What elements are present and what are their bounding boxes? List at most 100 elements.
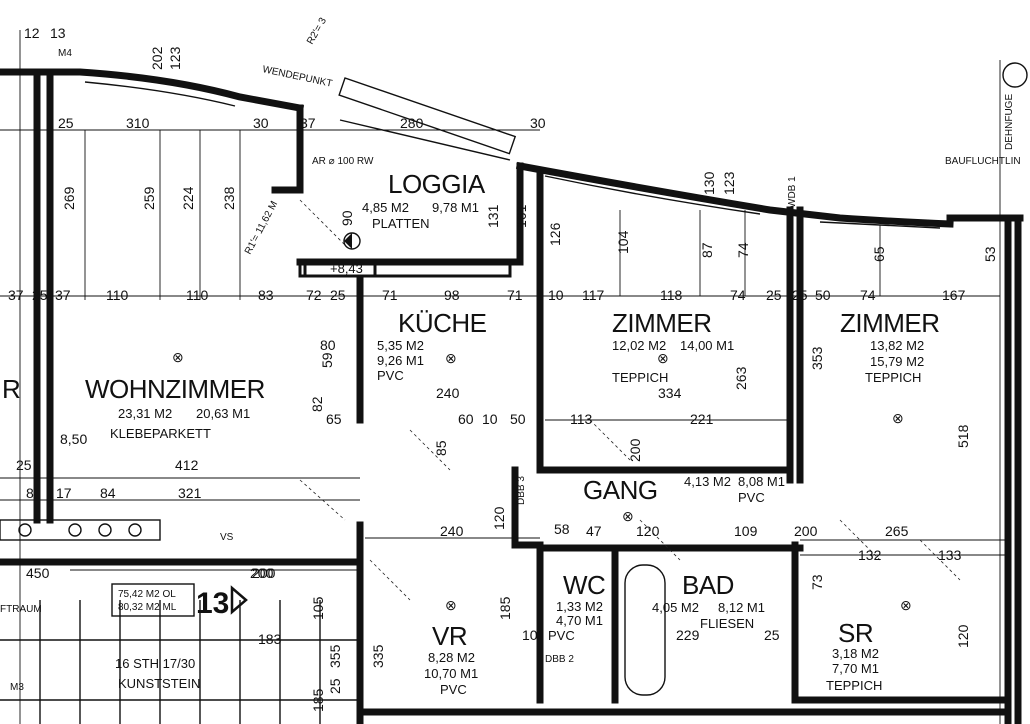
kueche-title: KÜCHE: [398, 308, 487, 338]
dimension-label: 161: [513, 204, 529, 228]
zimmer2-area: 13,82 M2: [870, 338, 924, 353]
dimension-label: 200: [627, 438, 643, 462]
radius1-label: R1'= 11,62 M: [243, 199, 280, 256]
dimension-label: 123: [167, 46, 183, 70]
dims-top: 12 13 25 310 30 37 280 30 269 259 224 23…: [24, 25, 998, 262]
dimension-label: 80: [320, 337, 336, 353]
dimension-label: 71: [382, 287, 398, 303]
dimension-label: 53: [982, 246, 998, 262]
unit-total-area: 75,42 M2 OL: [118, 589, 176, 600]
dbb-label: DBB 2: [545, 654, 574, 665]
stairs: [0, 600, 360, 724]
dimension-label: 37: [300, 115, 316, 131]
room-gang: GANG 4,13 M2 8,08 M1 PVC: [583, 474, 785, 505]
dimension-label: 269: [61, 186, 77, 210]
vr-floor: PVC: [440, 682, 467, 697]
room-wc: WC 1,33 M2 4,70 M1 PVC: [548, 570, 606, 643]
bathtub: [624, 564, 666, 696]
bad-area: 4,05 M2: [652, 600, 699, 615]
dimension-label: 59: [319, 352, 335, 368]
sr-perimeter: 7,70 M1: [832, 661, 879, 676]
stairs-material: KUNSTSTEIN: [118, 676, 200, 691]
loggia-perimeter: 9,78 M1: [432, 200, 479, 215]
wdb-label: WDB 1: [787, 176, 798, 208]
dimension-label: 65: [326, 411, 342, 427]
dimension-label: 110: [186, 287, 209, 303]
dimension-label: 60: [458, 411, 474, 427]
dimension-label: 310: [126, 115, 150, 131]
radiator-row: [0, 519, 161, 541]
stairs-label: 16 STH 17/30: [115, 656, 195, 671]
wc-title: WC: [563, 570, 605, 600]
unit-info-box: [111, 583, 195, 617]
bad-title: BAD: [682, 570, 734, 600]
dimension-label: 185: [497, 596, 513, 620]
wall-loggia-left: [271, 104, 304, 194]
dimension-label: 10: [548, 287, 564, 303]
dimension-label: 263: [733, 366, 749, 390]
gang-perimeter: 8,08 M1: [738, 474, 785, 489]
level-box: [303, 260, 377, 278]
dimension-label: 200: [794, 523, 818, 539]
dimension-label: 47: [586, 523, 602, 539]
wohnzimmer-title: WOHNZIMMER: [85, 374, 265, 404]
loggia-parapet: [298, 260, 512, 278]
dimension-label: 123: [721, 171, 737, 195]
dimension-label: 120: [955, 624, 971, 648]
m4-label: M4: [58, 48, 72, 59]
dimension-label: 238: [221, 186, 237, 210]
dimension-label: 74: [860, 287, 876, 303]
vr-perimeter: 10,70 M1: [424, 666, 478, 681]
dimension-label: 25: [58, 115, 74, 131]
dimension-label: 104: [615, 230, 631, 254]
dimension-label: 37: [55, 287, 71, 303]
unit-number: 13: [196, 587, 229, 620]
dimension-label: 200: [250, 565, 274, 581]
dimension-label: 126: [547, 222, 563, 246]
dimension-label: 240: [440, 523, 464, 539]
window-zimmer1: [544, 175, 761, 215]
unit-total-perimeter: 80,32 M2 ML: [118, 602, 177, 613]
room-bad: BAD 4,05 M2 8,12 M1 FLIESEN: [652, 570, 765, 631]
facade-wall-left: [0, 68, 305, 113]
facade-wall-right: [515, 161, 954, 228]
svg-text:⊗: ⊗: [892, 410, 904, 426]
room-vr: VR 8,28 M2 10,70 M1 PVC: [424, 621, 478, 697]
ar-label: AR ⌀ 100 RW: [312, 156, 374, 167]
dimension-label: 353: [809, 346, 825, 370]
dimension-label: 8: [26, 485, 34, 501]
room-zimmer-2: ZIMMER 13,82 M2 15,79 M2 TEPPICH: [840, 308, 940, 385]
wc-area: 1,33 M2: [556, 599, 603, 614]
dimension-label: 25: [32, 287, 48, 303]
dimension-label: 120: [491, 506, 507, 530]
room-zimmer-1: ZIMMER 12,02 M2 14,00 M1 TEPPICH: [612, 308, 734, 385]
svg-text:⊗: ⊗: [445, 597, 457, 613]
gang-floor: PVC: [738, 490, 765, 505]
zimmer1-perimeter: 14,00 M1: [680, 338, 734, 353]
dimension-label: 50: [510, 411, 526, 427]
dimension-label: 30: [530, 115, 546, 131]
svg-text:⊗: ⊗: [172, 349, 184, 365]
dimension-label: 37: [8, 287, 24, 303]
dimension-label: 58: [554, 521, 570, 537]
walls: [0, 68, 1024, 724]
wendepunkt-label: WENDEPUNKT: [261, 64, 333, 90]
dimension-label: 12: [24, 25, 40, 41]
dimension-label: 185: [310, 688, 326, 712]
svg-text:⊗: ⊗: [657, 350, 669, 366]
dimension-label: 82: [309, 396, 325, 412]
sr-area: 3,18 M2: [832, 646, 879, 661]
bad-floor: FLIESEN: [700, 616, 754, 631]
dimension-label: 85: [433, 440, 449, 456]
room-wohnzimmer: WOHNZIMMER 23,31 M2 20,63 M1 KLEBEPARKET…: [85, 374, 265, 441]
wall-living-bottom: [0, 521, 364, 566]
unit-info: 75,42 M2 OL 80,32 M2 ML 13: [111, 583, 248, 620]
dimension-label: 87: [699, 242, 715, 258]
dimension-label: 25: [766, 287, 782, 303]
zimmer2-floor: TEPPICH: [865, 370, 921, 385]
dimension-label: 518: [955, 424, 971, 448]
zimmer1-area: 12,02 M2: [612, 338, 666, 353]
dimension-label: 259: [141, 186, 157, 210]
dimension-label: 133: [938, 547, 962, 563]
